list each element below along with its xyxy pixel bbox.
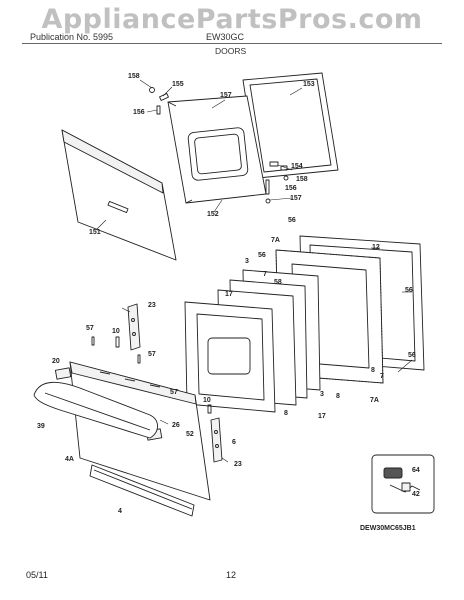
callout-158: 158 xyxy=(128,73,140,80)
section-title: DOORS xyxy=(215,46,247,56)
callout-3: 3 xyxy=(245,258,249,265)
callout-10: 10 xyxy=(203,397,211,404)
latch-hardware-154-158-156-157 xyxy=(265,161,289,204)
callout-42: 42 xyxy=(412,491,420,498)
callout-64: 64 xyxy=(412,467,420,474)
callout-23: 23 xyxy=(234,461,242,468)
callout-3: 3 xyxy=(320,391,324,398)
callout-7: 7 xyxy=(263,271,267,278)
callout-17: 17 xyxy=(318,413,326,420)
publication-label: Publication No. 5995 xyxy=(30,32,114,42)
outer-door-151 xyxy=(61,129,177,261)
hinge-arm-23-upper xyxy=(127,303,141,351)
callout-10: 10 xyxy=(112,328,120,335)
footer-date: 05/11 xyxy=(26,570,48,580)
callout-17: 17 xyxy=(225,291,233,298)
callout-8: 8 xyxy=(336,393,340,400)
callout-8: 8 xyxy=(284,410,288,417)
callout-26: 26 xyxy=(172,422,180,429)
callout-156: 156 xyxy=(285,185,297,192)
callout-57: 57 xyxy=(86,325,94,332)
callout-23: 23 xyxy=(148,302,156,309)
callout-7: 7 xyxy=(380,373,384,380)
diagram-code: DEW30MC65JB1 xyxy=(360,525,416,532)
model-label: EW30GC xyxy=(206,32,245,42)
callout-56: 56 xyxy=(258,252,266,259)
callout-56: 56 xyxy=(288,217,296,224)
callout-155: 155 xyxy=(172,81,184,88)
callout-39: 39 xyxy=(37,423,45,430)
watermark: AppliancePartsPros.com xyxy=(41,4,423,35)
callout-7a: 7A xyxy=(370,397,379,404)
callout-57: 57 xyxy=(148,351,156,358)
hinge-arm-23-lower xyxy=(210,417,223,463)
callout-6: 6 xyxy=(232,439,236,446)
callout-152: 152 xyxy=(207,211,219,218)
callout-154: 154 xyxy=(291,163,303,170)
footer-page-number: 12 xyxy=(226,570,237,580)
callout-56: 56 xyxy=(405,287,413,294)
callout-8: 8 xyxy=(371,367,375,374)
callout-58: 58 xyxy=(274,279,282,286)
callout-7a: 7A xyxy=(271,237,280,244)
callout-153: 153 xyxy=(303,81,315,88)
callout-20: 20 xyxy=(52,358,60,365)
door-handle-39 xyxy=(33,381,158,439)
callout-12: 12 xyxy=(372,244,380,251)
callout-4: 4 xyxy=(118,508,122,515)
callout-157: 157 xyxy=(220,92,232,99)
callout-156: 156 xyxy=(133,109,145,116)
hinge-hardware-158-155-156 xyxy=(149,87,169,115)
callout-4a: 4A xyxy=(65,456,74,463)
callout-158: 158 xyxy=(296,176,308,183)
callout-157: 157 xyxy=(290,195,302,202)
callout-151: 151 xyxy=(89,229,101,236)
callout-57: 57 xyxy=(170,389,178,396)
header-rule xyxy=(22,43,442,44)
inset-detail-64-42 xyxy=(371,454,435,514)
callout-56: 56 xyxy=(408,352,416,359)
inner-door-frame-6 xyxy=(184,301,276,413)
leader-lines xyxy=(95,79,413,463)
kick-plate-4 xyxy=(89,464,195,517)
callout-52: 52 xyxy=(186,431,194,438)
